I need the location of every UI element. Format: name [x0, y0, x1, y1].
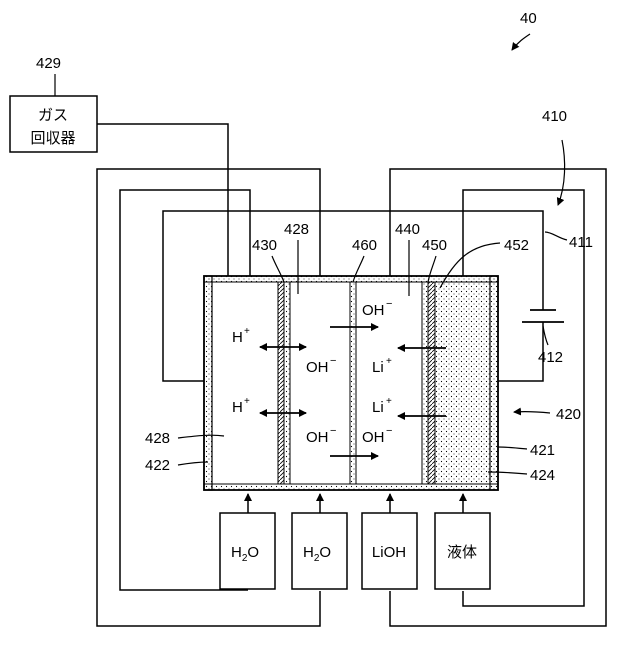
cell-left-wall	[204, 276, 212, 490]
li-plus-lower-sign: +	[386, 396, 392, 407]
membrane-450-a	[422, 282, 428, 484]
gas-recovery-ref: 429	[36, 55, 61, 72]
power-supply-pointer	[558, 140, 565, 205]
cell-bottom-wall	[204, 484, 498, 490]
chamber-ref-left: 428	[145, 430, 170, 447]
oh-minus-right-upper-symbol: OH	[362, 302, 385, 319]
oh-minus-mid-upper-sign: −	[330, 355, 336, 367]
oh-minus-mid-upper-symbol: OH	[306, 359, 329, 376]
figure-number: 40	[520, 10, 537, 27]
cell-ref-arrow	[514, 412, 550, 413]
oh-minus-right-upper-sign: −	[386, 298, 392, 310]
membrane-460	[350, 282, 356, 484]
oh-minus-mid-lower-symbol: OH	[306, 429, 329, 446]
li-plus-upper-symbol: Li	[372, 359, 384, 376]
h-plus-upper-symbol: H	[232, 329, 243, 346]
membrane-460-ref: 460	[352, 237, 377, 254]
oh-minus-mid-lower-sign: −	[330, 425, 336, 437]
oh-minus-right-lower-symbol: OH	[362, 429, 385, 446]
wall-ref: 422	[145, 457, 170, 474]
liquid-ref: 424	[530, 467, 555, 484]
chamber-440-ref: 440	[395, 221, 420, 238]
power-wire-bottom	[498, 322, 543, 381]
liquid-tank-label: 液体	[447, 543, 477, 561]
li-plus-lower-symbol: Li	[372, 399, 384, 416]
wire-ref-leader	[545, 232, 567, 240]
cell-top-wall	[204, 276, 498, 282]
chamber-ref-top: 428	[284, 221, 309, 238]
power-supply-ref: 410	[542, 108, 567, 125]
layer-452-ref: 452	[504, 237, 529, 254]
h-plus-upper-sign: +	[244, 326, 250, 337]
h-plus-lower-symbol: H	[232, 399, 243, 416]
membrane-450-ref: 450	[422, 237, 447, 254]
membrane-450-b	[428, 282, 435, 484]
battery-ref: 412	[538, 349, 563, 366]
cell-ref: 420	[556, 406, 581, 423]
membrane-430-b	[284, 282, 290, 484]
li-plus-upper-sign: +	[386, 356, 392, 367]
membrane-430-ref: 430	[252, 237, 277, 254]
liquid-compartment	[435, 282, 490, 484]
figure-number-arrow	[512, 34, 530, 50]
gas-recovery-label-1: ガス	[38, 106, 68, 124]
h-plus-lower-sign: +	[244, 396, 250, 407]
wire-ref: 411	[569, 234, 593, 251]
membrane-430-a	[278, 282, 284, 484]
outer-wall-leader	[498, 447, 527, 449]
lioh-tank-label: LiOH	[372, 544, 406, 561]
gas-recovery-label-2: 回収器	[30, 129, 75, 147]
cell-right-wall	[490, 276, 498, 490]
outer-wall-ref: 421	[530, 442, 555, 459]
oh-minus-right-lower-sign: −	[386, 425, 392, 437]
